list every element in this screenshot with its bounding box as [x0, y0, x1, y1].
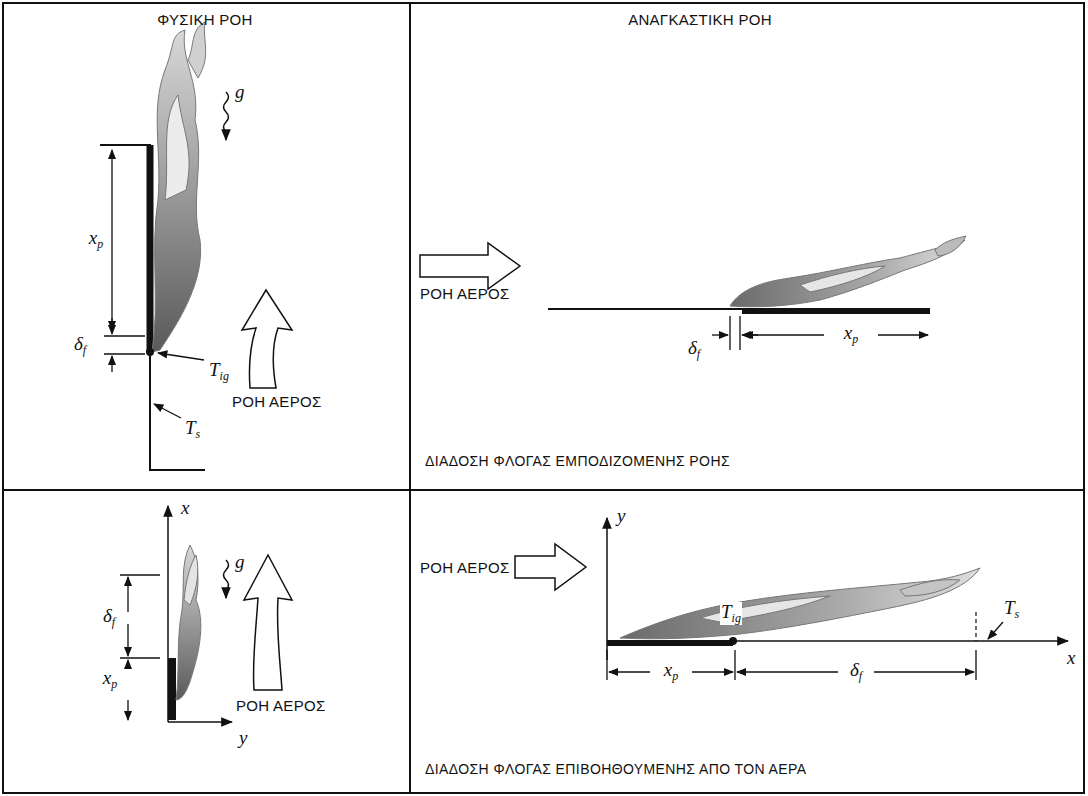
symbol-label: Ts	[184, 418, 201, 441]
flame	[730, 236, 966, 307]
horizontal-plate	[548, 309, 930, 311]
ignition-point	[146, 348, 154, 356]
symbol-label: xp	[102, 668, 118, 691]
axes	[607, 518, 1068, 660]
gravity-arrow	[224, 560, 229, 598]
heading-text: ΡΟΗ ΑΕΡΟΣ	[420, 286, 510, 303]
symbol-label: xp	[663, 660, 679, 683]
air-flow-arrow	[244, 555, 292, 690]
gravity-arrow	[224, 92, 229, 140]
air-flow-arrow	[242, 290, 292, 388]
flame	[620, 568, 980, 639]
ignition-point	[729, 637, 737, 645]
caption-text: ΔΙΑΔΟΣΗ ΦΛΟΓΑΣ ΕΠΙΒΟΗΘΟΥΜΕΝΗΣ ΑΠΟ ΤΟΝ ΑΕ…	[425, 762, 806, 777]
symbol-label: δf	[102, 606, 116, 629]
axes	[168, 506, 232, 722]
air-flow-arrow	[515, 544, 586, 590]
symbol-label: xp	[843, 323, 859, 346]
flame	[176, 545, 201, 700]
symbol-label: g	[234, 82, 246, 103]
symbol-label: y	[616, 506, 626, 527]
symbol-label: Tig	[720, 602, 742, 625]
flame	[152, 22, 206, 352]
symbol-label: g	[234, 552, 246, 573]
heading-text: ΡΟΗ ΑΕΡΟΣ	[236, 698, 326, 715]
dimension-lines	[712, 316, 928, 350]
symbol-label: δf	[687, 338, 701, 361]
symbol-label: Tig	[208, 360, 230, 383]
symbol-label: Ts	[1003, 598, 1020, 621]
dimension-lines	[607, 622, 1003, 680]
dimension-lines	[120, 575, 160, 720]
panel-frame	[3, 3, 1084, 793]
symbol-label: x	[180, 498, 190, 519]
symbol-label: y	[238, 728, 248, 749]
symbol-label: x	[1066, 648, 1076, 669]
caption-text: ΔΙΑΔΟΣΗ ΦΛΟΓΑΣ ΕΜΠΟΔΙΖΟΜΕΝΗΣ ΡΟΗΣ	[425, 454, 730, 469]
heading-text: ΑΝΑΓΚΑΣΤΙΚΗ ΡΟΗ	[628, 12, 772, 29]
symbol-label: δf	[73, 334, 87, 357]
heading-text: ΡΟΗ ΑΕΡΟΣ	[420, 560, 510, 577]
symbol-label: xp	[88, 228, 104, 251]
heading-text: ΡΟΗ ΑΕΡΟΣ	[232, 394, 322, 411]
symbol-label: δf	[849, 660, 863, 683]
air-flow-arrow	[420, 243, 520, 289]
heading-text: ΦΥΣΙΚΗ ΡΟΗ	[157, 12, 252, 29]
dimension-lines	[104, 150, 204, 418]
